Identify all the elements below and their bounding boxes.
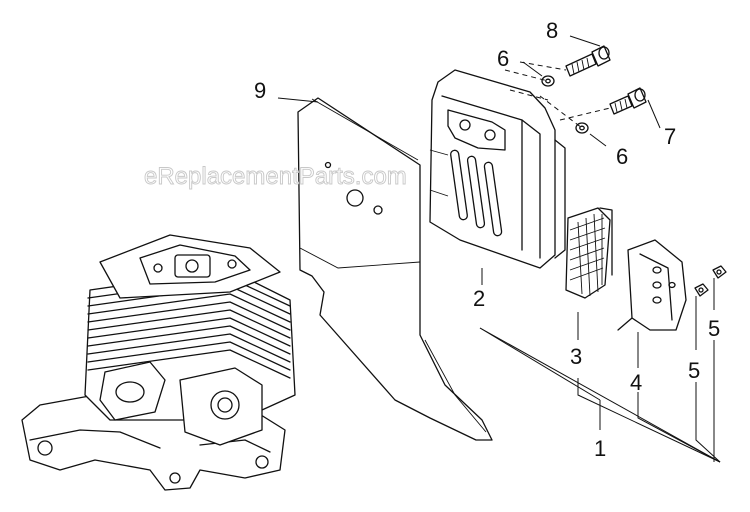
bolt-part-8: [565, 45, 611, 77]
assembly-dash-lines: [504, 61, 611, 129]
callout-6b: 6: [616, 144, 628, 169]
watermark-text: eReplacementParts.com: [144, 163, 407, 190]
callout-5a: 5: [688, 358, 700, 383]
muffler-body-part-2: [429, 69, 566, 269]
muffler-cover-part-4: [617, 239, 687, 331]
heat-shield-part-9: [297, 97, 493, 441]
callout-2: 2: [473, 286, 485, 311]
callout-5b: 5: [708, 316, 720, 341]
callout-1: 1: [594, 436, 606, 461]
spark-screen-part-3: [565, 207, 613, 299]
callout-4: 4: [630, 370, 642, 395]
engine-block: [21, 234, 296, 491]
callout-9: 9: [254, 78, 266, 103]
callout-8: 8: [546, 18, 558, 43]
screw-part-5b: [712, 265, 727, 279]
washer-part-6a: [541, 75, 555, 87]
bolt-part-7: [609, 87, 647, 115]
leader-lines: [277, 35, 721, 463]
callout-6a: 6: [497, 46, 509, 71]
callout-7: 7: [664, 124, 676, 149]
callout-3: 3: [570, 344, 582, 369]
screw-part-5a: [694, 283, 709, 297]
